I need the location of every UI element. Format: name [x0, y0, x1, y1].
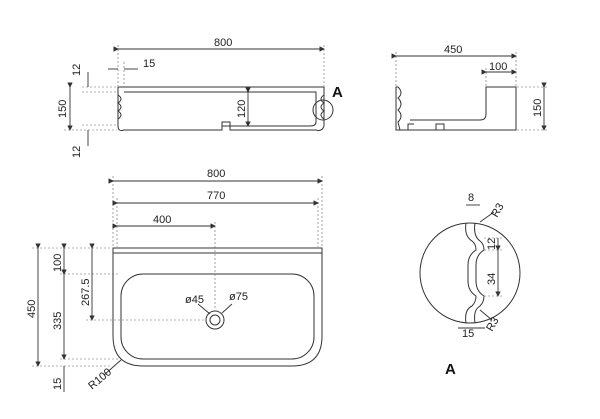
- detail-circle: [419, 222, 521, 324]
- end-view-outline: [396, 86, 517, 131]
- side-height-dim: 150: [57, 100, 69, 118]
- detail-bead-height-dim: 34: [486, 273, 498, 285]
- detail-a-marker: [312, 99, 334, 121]
- detail-a: 8 R3 12 34 R3 15 A: [419, 192, 521, 378]
- detail-upper-step-dim: 12: [486, 238, 498, 250]
- plan-view: ø45 ø75 800 770 400 450 100 267.5 335: [26, 168, 323, 392]
- detail-top-radius-dim: R3: [489, 201, 506, 219]
- plan-drain-offset-dim: 400: [153, 214, 171, 226]
- end-view-left: [395, 86, 400, 131]
- side-view-right-profile: [320, 94, 325, 120]
- plan-inner-bowl: [120, 273, 315, 360]
- side-width-dim: 800: [214, 37, 232, 49]
- detail-profile: [465, 222, 477, 324]
- end-height-dim: 150: [532, 99, 544, 117]
- detail-bottom-width-dim: 15: [462, 328, 474, 340]
- detail-bottom-radius-dim: R3: [484, 315, 501, 333]
- end-ledge-dim: 100: [489, 61, 507, 73]
- plan-outer-outline: [112, 247, 323, 367]
- detail-top-width-dim: 8: [468, 192, 474, 204]
- plan-front-to-drain-dim: 267.5: [80, 278, 92, 306]
- side-view-left-profile: [117, 94, 122, 120]
- plan-front-lip-dim: 15: [52, 378, 64, 390]
- side-view: A 800 15 12 150 12 120: [57, 37, 343, 158]
- plan-width-dim: 800: [207, 168, 225, 180]
- side-view-inner: [124, 91, 317, 127]
- side-bottom-offset-dim: 12: [71, 146, 83, 158]
- side-view-outline: [117, 86, 325, 131]
- side-inner-depth-dim: 120: [236, 100, 248, 118]
- end-view-feet: [407, 123, 445, 130]
- plan-basin-depth-dim: 335: [52, 312, 64, 330]
- plan-drain-large-dim: ø75: [229, 291, 248, 303]
- plan-back-ledge-dim: 100: [52, 254, 64, 272]
- plan-inner-width-dim: 770: [207, 190, 225, 202]
- detail-label: A: [445, 361, 456, 378]
- side-detail-label: A: [332, 84, 343, 101]
- plan-depth-dim: 450: [26, 300, 38, 318]
- drain-outer: [205, 310, 225, 330]
- plan-drain-small-dim: ø45: [185, 294, 204, 306]
- end-view: 450 100 150: [391, 44, 548, 131]
- drain-inner: [209, 314, 221, 326]
- side-top-offset-dim: 12: [71, 64, 83, 76]
- side-wall-dim: 15: [143, 58, 155, 70]
- end-depth-dim: 450: [444, 44, 462, 56]
- detail-profile-inner: [474, 222, 485, 324]
